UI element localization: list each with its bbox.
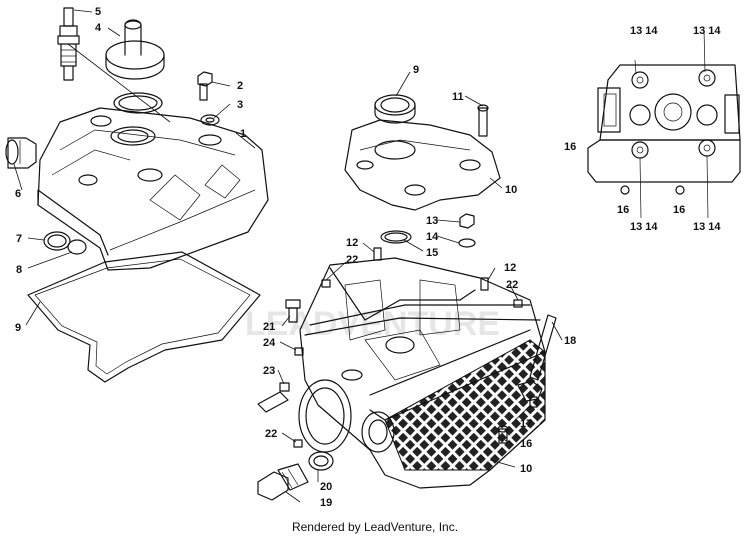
stud-18 [529,314,557,381]
callout-20: 20 [320,481,332,493]
callout-14: 14 [426,231,439,243]
callout-21: 21 [263,321,275,333]
callout-labels: 5 4 2 3 1 6 7 8 9 9 11 10 13 14 15 12 12… [15,6,721,509]
callout-23: 23 [263,365,275,377]
cover-seal-7 [43,231,71,251]
callout-8: 8 [16,264,22,276]
inset-top-view [587,29,741,219]
callout-22-top: 22 [346,254,358,266]
fitting-17 [517,380,543,408]
callout-11: 11 [452,91,464,103]
callout-22-right: 22 [506,279,518,291]
inset-callout-16-side: 16 [564,141,576,153]
callout-19: 19 [320,497,332,509]
callout-16-bolt: 16 [520,438,532,450]
callout-12-left: 12 [346,237,358,249]
callout-17: 17 [520,418,532,430]
callout-5: 5 [95,6,101,18]
inset-bolt-bl [631,141,649,159]
dowel-pin-right [480,277,489,291]
callout-2: 2 [237,80,243,92]
inset-callout-bottom-right: 13 14 [693,221,721,233]
credit-text: Rendered by LeadVenture, Inc. [291,520,459,534]
camshaft-seal [374,94,416,124]
threaded-plug-19 [257,463,309,501]
dowel-pin-left [373,247,382,261]
bolt-16 [497,425,509,444]
carrier-bolt [477,104,489,137]
callout-4: 4 [95,22,102,34]
valve-cover [37,107,269,271]
callout-10-head: 10 [520,463,532,475]
plug-o-ring [380,230,412,244]
leader-lines [13,9,563,503]
spark-plug [57,7,80,81]
washer-20 [308,451,334,471]
plug-22c [293,439,303,448]
sensor-23 [257,382,290,413]
sealing-washer [458,238,476,248]
callout-7: 7 [16,233,22,245]
fitting-21 [285,299,301,323]
cover-washer [200,114,220,126]
callout-3: 3 [237,99,243,111]
inset-callout-16-right: 16 [673,204,685,216]
callout-22-bottom: 22 [265,428,277,440]
inset-bolt-tr [698,69,716,87]
inset-callout-bottom-left: 13 14 [630,221,658,233]
callout-15: 15 [426,247,438,259]
callout-12-right: 12 [504,262,516,274]
callout-24: 24 [263,337,276,349]
breather-elbow [5,137,37,169]
callout-13: 13 [426,215,438,227]
oil-filler-cap [105,19,165,80]
cap-o-ring [113,92,163,114]
inset-callout-16-left: 16 [617,204,629,216]
acorn-nut [459,213,475,229]
callout-6: 6 [15,188,21,200]
plug-22b [513,299,523,308]
callout-9-gasket: 9 [15,322,21,334]
cylinder-head [299,257,546,489]
callout-1: 1 [240,128,246,140]
callout-10-carrier: 10 [505,184,517,196]
cover-bolt [197,71,213,101]
inset-callout-top-left: 13 14 [630,25,658,37]
callout-9-seal: 9 [413,64,419,76]
camshaft-carrier [344,119,501,211]
inset-bolt-br [698,139,716,157]
plug-24 [294,347,304,356]
inset-bolt-tl [631,71,649,89]
valve-cover-gasket [27,251,261,383]
cover-seal-8 [67,239,87,255]
inset-callout-top-right: 13 14 [693,25,721,37]
callout-18: 18 [564,335,576,347]
